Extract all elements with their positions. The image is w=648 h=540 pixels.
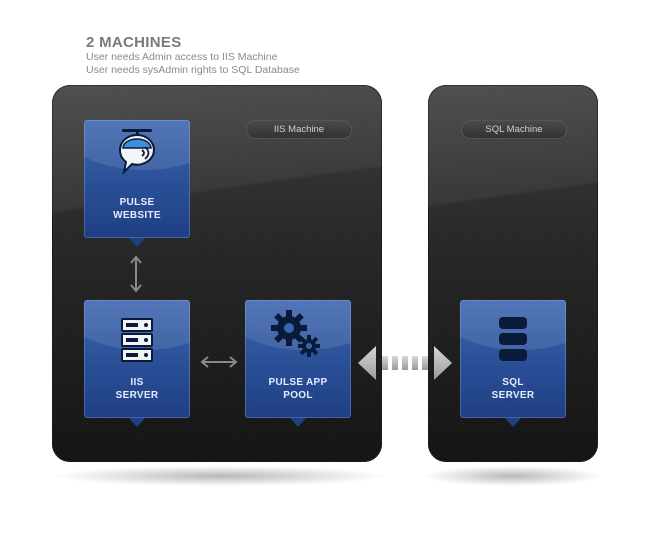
iis-server-label-line2: SERVER: [115, 390, 159, 401]
iis-machine-shadow: [55, 466, 385, 486]
requirement-sql-rights: User needs sysAdmin rights to SQL Databa…: [86, 64, 300, 76]
pulse-website-label-line1: PULSE: [119, 197, 155, 208]
pulse-app-pool-label-line2: POOL: [283, 390, 313, 401]
diagram-title: 2 MACHINES: [86, 34, 182, 51]
website-iis-connector-arrow: [130, 255, 142, 293]
helicopter-chat-icon: [119, 129, 156, 176]
iis-server-label-line1: IIS: [130, 377, 144, 388]
pulse-app-pool-node: PULSE APP POOL: [245, 300, 351, 427]
apppool-sql-connector-arrow: [358, 346, 452, 380]
sql-machine-shadow: [425, 466, 600, 486]
pulse-website-node: PULSE WEBSITE: [84, 120, 190, 247]
iis-apppool-connector-arrow: [200, 356, 238, 368]
sql-machine-label: SQL Machine: [461, 120, 567, 139]
sql-server-node: SQL SERVER: [460, 300, 566, 427]
server-rack-icon: [121, 318, 153, 362]
sql-server-label-line1: SQL: [502, 377, 524, 388]
diagram-heading: 2 MACHINES User needs Admin access to II…: [86, 34, 300, 77]
iis-machine-label: IIS Machine: [246, 120, 352, 139]
database-icon: [499, 317, 527, 361]
gears-icon: [271, 310, 320, 357]
requirement-iis-access: User needs Admin access to IIS Machine: [86, 51, 278, 63]
pulse-website-label-line2: WEBSITE: [113, 210, 161, 221]
sql-server-label-line2: SERVER: [491, 390, 535, 401]
iis-server-node: IIS SERVER: [84, 300, 190, 427]
pulse-app-pool-label-line1: PULSE APP: [268, 377, 328, 388]
